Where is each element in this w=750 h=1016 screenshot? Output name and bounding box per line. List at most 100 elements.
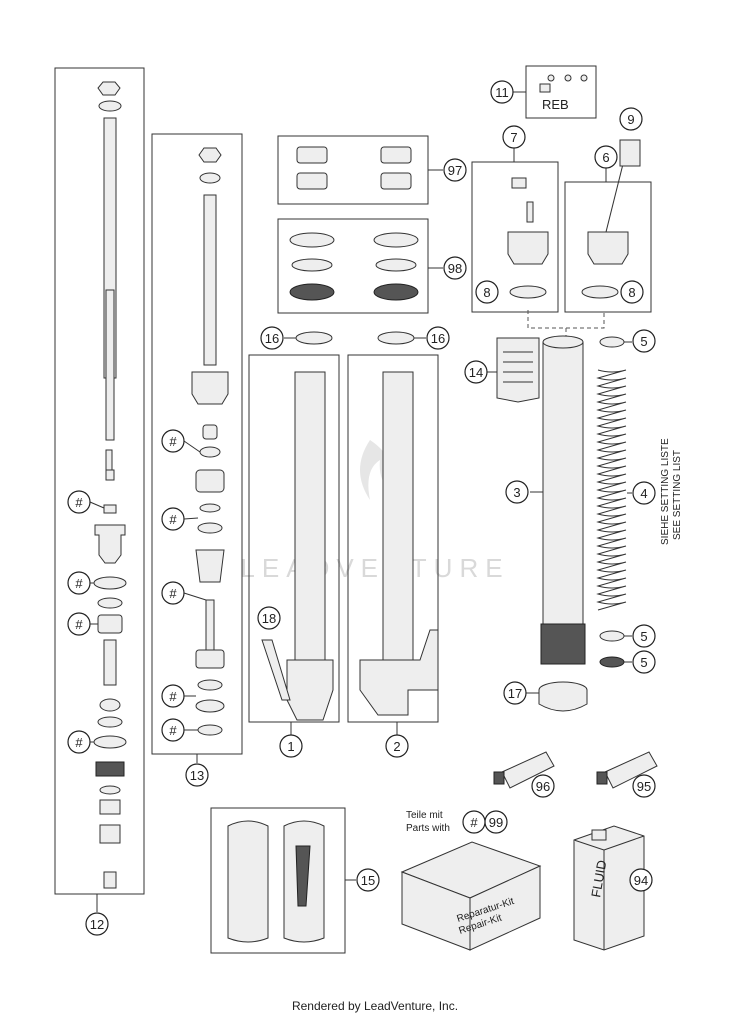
svg-text:4: 4 xyxy=(640,486,647,501)
callout-5c: 5 xyxy=(632,650,656,674)
hash-callout-12a: # xyxy=(67,490,91,514)
group-13 xyxy=(151,133,243,763)
hash-callout-99: # xyxy=(462,810,486,834)
svg-text:12: 12 xyxy=(90,917,104,932)
svg-text:99: 99 xyxy=(489,815,503,830)
repair-kit-box: Reparatur-Kit Repair-Kit xyxy=(400,841,542,951)
svg-text:#: # xyxy=(169,586,177,601)
washer-5-top xyxy=(599,336,625,348)
svg-text:7: 7 xyxy=(510,130,517,145)
svg-text:8: 8 xyxy=(628,285,635,300)
svg-text:5: 5 xyxy=(640,334,647,349)
protector-box-15 xyxy=(210,807,356,954)
callout-7: 7 xyxy=(502,125,526,149)
svg-text:2: 2 xyxy=(393,739,400,754)
svg-text:#: # xyxy=(169,434,177,449)
connector-dash xyxy=(527,310,605,329)
svg-text:17: 17 xyxy=(508,686,522,701)
watermark-text: LEADVENTURE xyxy=(240,553,509,583)
hash-callout-13b: # xyxy=(161,507,185,531)
svg-text:#: # xyxy=(75,495,83,510)
svg-text:18: 18 xyxy=(262,611,276,626)
callout-11: 11 xyxy=(490,80,514,104)
group-12 xyxy=(54,67,145,912)
callout-96: 96 xyxy=(531,774,555,798)
callout-98: 98 xyxy=(443,256,467,280)
washer-5-mid xyxy=(599,630,625,642)
svg-text:98: 98 xyxy=(448,261,462,276)
callouts: 12 13 1 2 3 4 5 5 5 6 7 8 8 9 11 14 15 1… xyxy=(67,80,656,936)
callout-5a: 5 xyxy=(632,329,656,353)
outer-tube-1 xyxy=(248,354,340,735)
parts-with-label: Parts with xyxy=(406,823,450,834)
callout-13: 13 xyxy=(185,763,209,787)
callout-94: 94 xyxy=(629,868,653,892)
svg-text:6: 6 xyxy=(602,150,609,165)
preload-box-6 xyxy=(564,139,652,313)
svg-text:5: 5 xyxy=(640,629,647,644)
svg-text:13: 13 xyxy=(190,768,204,783)
callout-16a: 16 xyxy=(260,326,284,350)
callout-97: 97 xyxy=(443,158,467,182)
hash-callout-13e: # xyxy=(161,718,185,742)
svg-text:15: 15 xyxy=(361,873,375,888)
callout-15: 15 xyxy=(356,868,380,892)
svg-text:94: 94 xyxy=(634,873,648,888)
fluid-can-94: FLUID xyxy=(573,825,645,951)
setting-list-de: SIEHE SETTING LISTE xyxy=(660,438,671,545)
svg-text:#: # xyxy=(169,689,177,704)
svg-text:16: 16 xyxy=(265,331,279,346)
seal-box-98 xyxy=(277,218,443,314)
watermark: LEADVENTURE xyxy=(240,440,509,583)
svg-text:#: # xyxy=(75,576,83,591)
inner-tube-3 xyxy=(530,335,586,665)
callout-3: 3 xyxy=(505,480,529,504)
fluid-label: FLUID xyxy=(588,859,609,899)
callout-2: 2 xyxy=(385,734,409,758)
outer-tube-2 xyxy=(347,354,439,735)
callout-1: 1 xyxy=(279,734,303,758)
hash-callout-12b: # xyxy=(67,571,91,595)
decal-14 xyxy=(487,337,540,403)
group-12-frame xyxy=(54,67,145,895)
svg-text:#: # xyxy=(470,815,478,830)
svg-text:9: 9 xyxy=(627,112,634,127)
svg-text:5: 5 xyxy=(640,655,647,670)
callout-12: 12 xyxy=(85,912,109,936)
hash-callout-13c: # xyxy=(161,581,185,605)
grease-tube-95 xyxy=(596,751,658,789)
spring-4 xyxy=(596,369,632,611)
preload-box-7 xyxy=(471,148,559,313)
svg-text:11: 11 xyxy=(495,85,509,100)
svg-text:3: 3 xyxy=(513,485,520,500)
bushing-box-97 xyxy=(277,135,443,205)
footer-credit: Rendered by LeadVenture, Inc. xyxy=(292,999,458,1013)
callout-16b: 16 xyxy=(426,326,450,350)
reb-box-11: REB xyxy=(513,65,597,119)
svg-text:14: 14 xyxy=(469,365,483,380)
svg-text:#: # xyxy=(75,735,83,750)
svg-text:97: 97 xyxy=(448,163,462,178)
hash-callout-12c: # xyxy=(67,612,91,636)
setting-list-en: SEE SETTING LIST xyxy=(672,450,683,540)
svg-text:95: 95 xyxy=(637,779,651,794)
teile-mit-label: Teile mit xyxy=(406,810,443,821)
callout-18: 18 xyxy=(257,606,281,630)
callout-17: 17 xyxy=(503,681,527,705)
reb-label: REB xyxy=(542,97,569,112)
grease-tube-96 xyxy=(493,751,555,789)
callout-14: 14 xyxy=(464,360,488,384)
nut-17 xyxy=(526,681,588,712)
callout-5b: 5 xyxy=(632,624,656,648)
callout-8b: 8 xyxy=(620,280,644,304)
svg-text:96: 96 xyxy=(536,779,550,794)
svg-text:#: # xyxy=(169,723,177,738)
callout-95: 95 xyxy=(632,774,656,798)
washer-5-bottom xyxy=(599,656,625,668)
callout-6: 6 xyxy=(594,145,618,169)
svg-text:#: # xyxy=(169,512,177,527)
setting-list-note: SIEHE SETTING LISTE SEE SETTING LIST xyxy=(660,438,683,545)
callout-99: 99 xyxy=(484,810,508,834)
callout-4: 4 xyxy=(632,481,656,505)
